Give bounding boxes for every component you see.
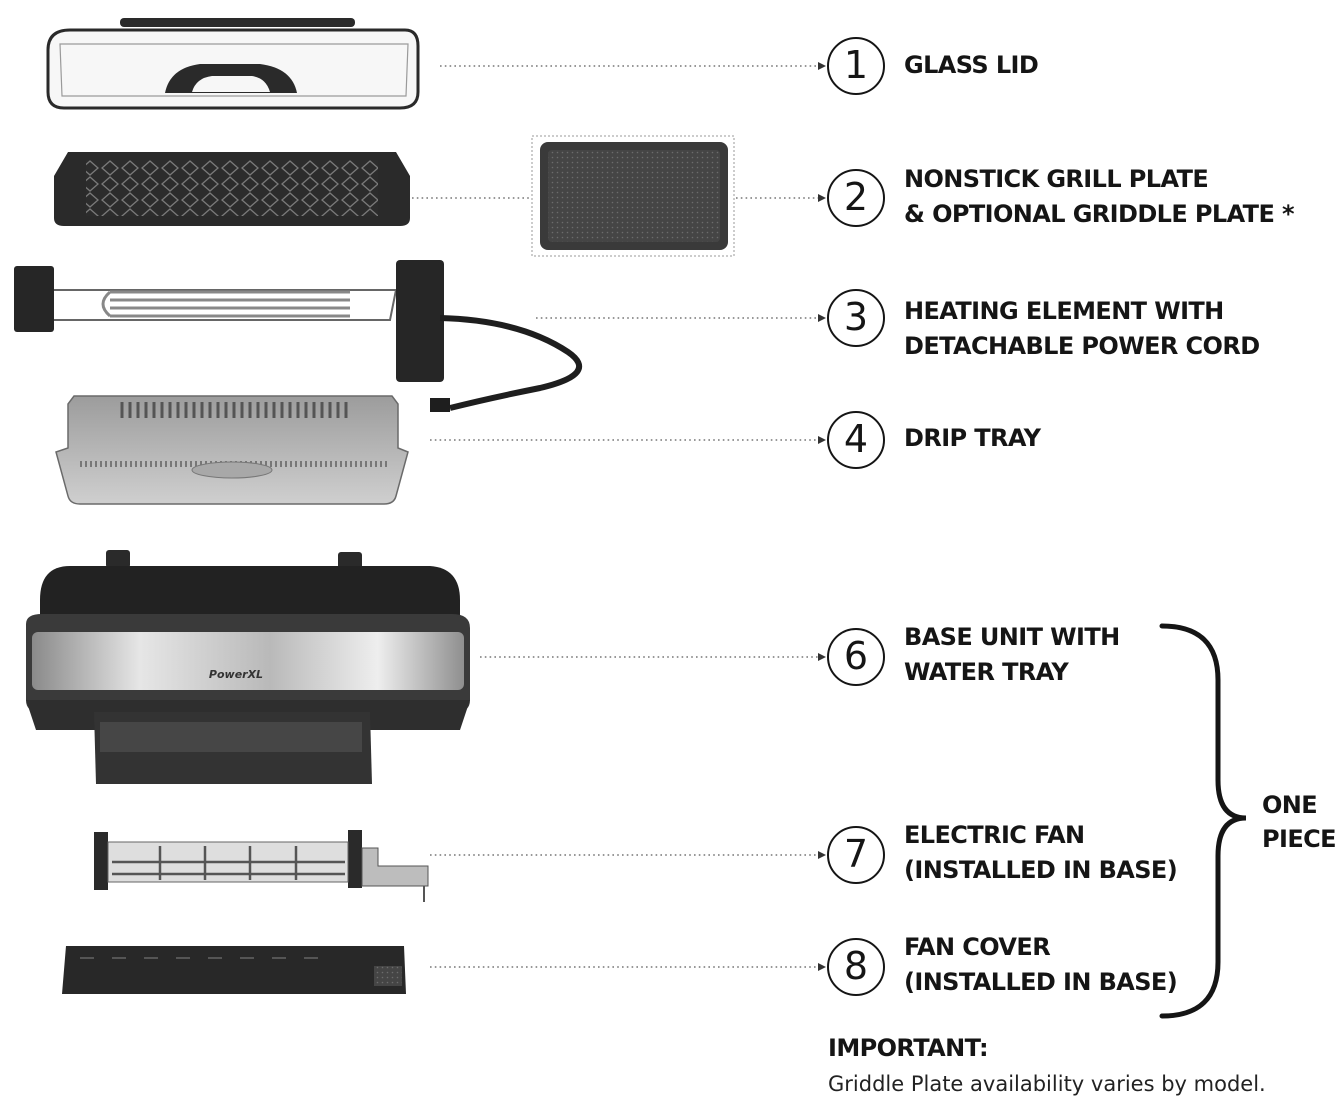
part-label-drip-tray: DRIP TRAY bbox=[904, 424, 1041, 452]
important-note-title: IMPORTANT: bbox=[828, 1034, 989, 1062]
part-label-heating-element: HEATING ELEMENT WITH DETACHABLE POWER CO… bbox=[904, 297, 1260, 360]
part-label-base-unit: BASE UNIT WITH WATER TRAY bbox=[904, 623, 1120, 686]
part-label-glass-lid: GLASS LID bbox=[904, 51, 1039, 79]
part-number-6: 6 bbox=[827, 628, 885, 686]
part-label-grill-plate: NONSTICK GRILL PLATE & OPTIONAL GRIDDLE … bbox=[904, 165, 1295, 228]
part-number-7: 7 bbox=[827, 826, 885, 884]
one-piece-brace bbox=[1159, 623, 1247, 1019]
part-label-electric-fan: ELECTRIC FAN (INSTALLED IN BASE) bbox=[904, 821, 1178, 884]
important-note-text: Griddle Plate availability varies by mod… bbox=[828, 1072, 1266, 1096]
part-label-fan-cover: FAN COVER (INSTALLED IN BASE) bbox=[904, 933, 1178, 996]
electric-fan-illustration bbox=[94, 830, 429, 902]
part-number-2: 2 bbox=[827, 169, 885, 227]
leader-lines bbox=[412, 65, 820, 968]
base-unit-illustration bbox=[26, 550, 470, 784]
brand-logo: PowerXL bbox=[209, 668, 263, 681]
griddle-plate-illustration bbox=[531, 135, 735, 257]
part-number-3: 3 bbox=[827, 289, 885, 347]
part-number-4: 4 bbox=[827, 411, 885, 469]
drip-tray-illustration bbox=[55, 395, 409, 505]
heating-element-illustration bbox=[14, 260, 582, 412]
grill-plate-illustration bbox=[54, 152, 410, 226]
leader-arrowheads bbox=[818, 62, 826, 971]
one-piece-label: ONE PIECE bbox=[1262, 791, 1337, 853]
glass-lid-illustration bbox=[46, 18, 420, 110]
fan-cover-illustration bbox=[62, 946, 406, 994]
part-number-1: 1 bbox=[827, 37, 885, 95]
part-number-8: 8 bbox=[827, 938, 885, 996]
